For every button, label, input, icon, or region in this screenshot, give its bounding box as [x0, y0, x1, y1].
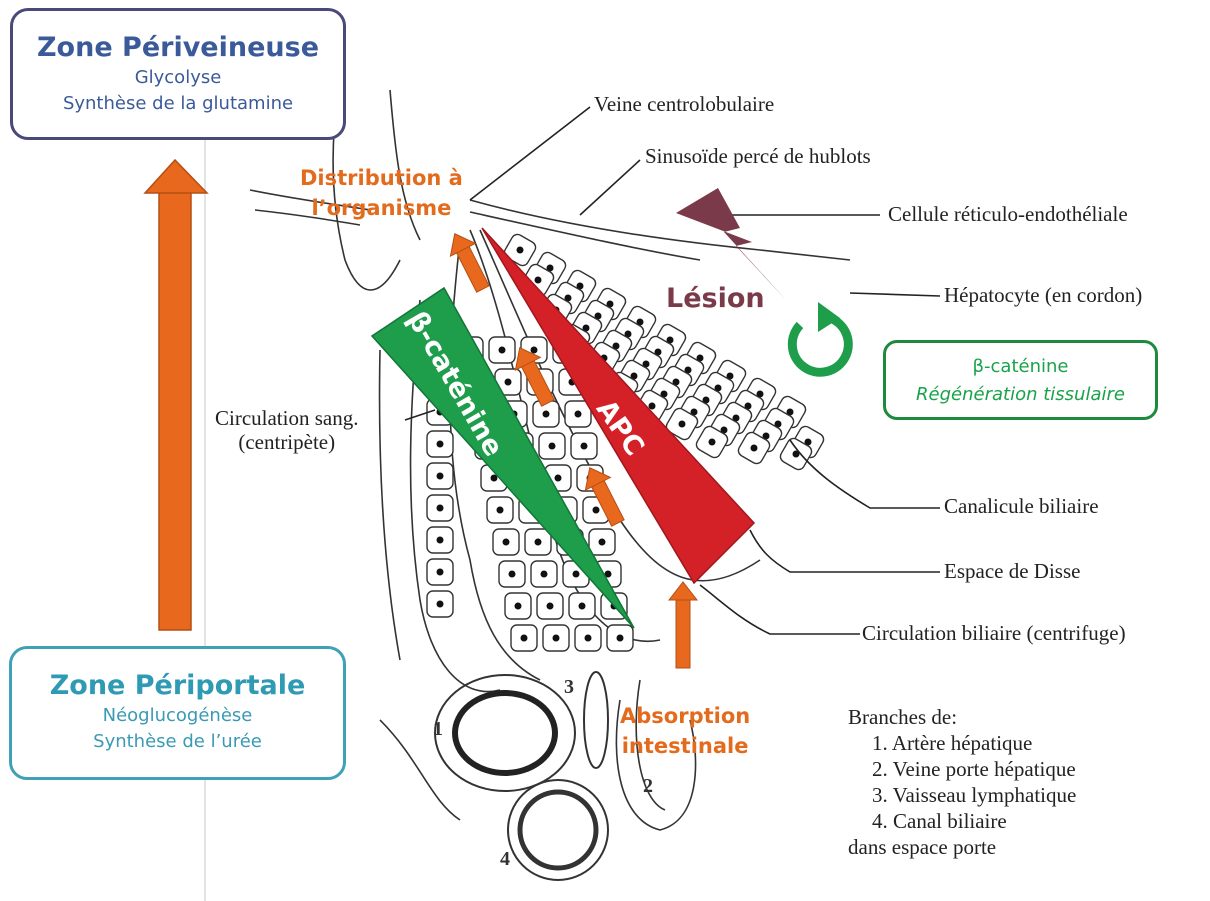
vessel-number-2: 2 [643, 775, 653, 798]
vessel-number-1: 1 [433, 718, 443, 741]
cell-nucleus [517, 247, 524, 254]
zone-perveineuse-box: Zone Périveineuse Glycolyse Synthèse de … [10, 8, 346, 140]
regeneration-cycle-icon [792, 302, 848, 372]
cell-nucleus [535, 539, 542, 546]
cell-nucleus [505, 379, 512, 386]
label-circ-biliaire: Circulation biliaire (centrifuge) [862, 621, 1126, 646]
beta-box-line2: Régénération tissulaire [886, 381, 1155, 409]
cell-nucleus [751, 445, 758, 452]
absorption-label: Absorption intestinale [620, 701, 750, 761]
vessel-number-4: 4 [500, 848, 510, 871]
cell-nucleus [437, 473, 444, 480]
label-canalicule: Canalicule biliaire [944, 494, 1099, 519]
cell-nucleus [547, 603, 554, 610]
label-cellule: Cellule réticulo-endothéliale [888, 202, 1128, 227]
cell-nucleus [585, 635, 592, 642]
vessel-number-3: 3 [564, 676, 574, 699]
lesion-label: Lésion [666, 283, 765, 314]
circ-sang-line1: Circulation sang. [215, 406, 358, 430]
legend: Branches de: 1. Artère hépatique 2. Vein… [848, 704, 1076, 860]
cell-nucleus [535, 277, 542, 284]
circ-sang-line2: (centripète) [215, 430, 358, 454]
legend-footer: dans espace porte [848, 834, 1076, 860]
cell-nucleus [437, 441, 444, 448]
cell-nucleus [503, 539, 510, 546]
cell-nucleus [579, 603, 586, 610]
cell-nucleus [709, 439, 716, 446]
cell-nucleus [617, 635, 624, 642]
legend-item-3: 3. Vaisseau lymphatique [848, 782, 1076, 808]
zone-perveineuse-line1: Glycolyse [13, 65, 343, 91]
cell-nucleus [531, 347, 538, 354]
cell-nucleus [497, 507, 504, 514]
cell-nucleus [649, 403, 656, 410]
legend-title: Branches de: [848, 704, 1076, 730]
cell-nucleus [521, 635, 528, 642]
zone-periportale-box: Zone Périportale Néoglucogénèse Synthèse… [9, 646, 346, 780]
cell-nucleus [553, 635, 560, 642]
cell-nucleus [593, 507, 600, 514]
zone-periportale-line2: Synthèse de l’urée [12, 729, 343, 755]
absorption-line2: intestinale [620, 731, 750, 761]
cell-nucleus [437, 569, 444, 576]
beta-box-line1: β-caténine [886, 353, 1155, 381]
beta-catenin-regeneration-box: β-caténine Régénération tissulaire [883, 340, 1158, 420]
cell-nucleus [437, 537, 444, 544]
cell-nucleus [541, 571, 548, 578]
cell-nucleus [515, 603, 522, 610]
label-hepatocyte: Hépatocyte (en cordon) [944, 283, 1142, 308]
label-veine: Veine centrolobulaire [594, 92, 774, 117]
absorption-line1: Absorption [620, 701, 750, 731]
legend-item-2: 2. Veine porte hépatique [848, 756, 1076, 782]
cell-nucleus [437, 601, 444, 608]
distribution-line1: Distribution à [300, 163, 463, 193]
label-circ-sang: Circulation sang. (centripète) [215, 406, 358, 454]
distribution-line2: l’organisme [300, 193, 463, 223]
cell-nucleus [499, 347, 506, 354]
label-sinusoide: Sinusoïde percé de hublots [645, 144, 871, 169]
cell-nucleus [573, 571, 580, 578]
zone-perveineuse-title: Zone Périveineuse [13, 31, 343, 65]
cell-nucleus [575, 411, 582, 418]
zone-periportale-title: Zone Périportale [12, 669, 343, 703]
legend-item-1: 1. Artère hépatique [848, 730, 1076, 756]
zone-perveineuse-line2: Synthèse de la glutamine [13, 91, 343, 117]
cell-nucleus [555, 475, 562, 482]
big-orange-arrow [145, 160, 207, 630]
legend-item-4: 4. Canal biliaire [848, 808, 1076, 834]
label-disse: Espace de Disse [944, 559, 1080, 584]
distribution-label: Distribution à l’organisme [300, 163, 463, 223]
cell-nucleus [543, 411, 550, 418]
cell-nucleus [679, 421, 686, 428]
zone-periportale-line1: Néoglucogénèse [12, 703, 343, 729]
cell-nucleus [599, 539, 606, 546]
cell-nucleus [509, 571, 516, 578]
cell-nucleus [437, 505, 444, 512]
cell-nucleus [581, 443, 588, 450]
cell-nucleus [549, 443, 556, 450]
